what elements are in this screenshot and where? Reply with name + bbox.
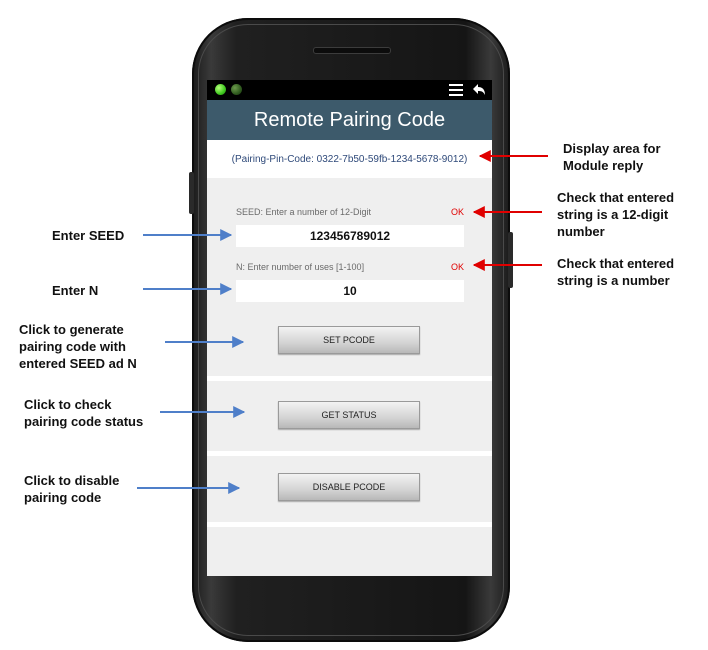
- annotation-display-area: Display area for Module reply: [563, 141, 661, 173]
- get-status-button[interactable]: GET STATUS: [278, 401, 420, 429]
- annotation-check-seed: Check that entered string is a 12-digit …: [557, 190, 675, 239]
- volume-button: [189, 172, 194, 214]
- red-arrows: [472, 150, 548, 271]
- seed-status: OK: [451, 207, 465, 217]
- set-pcode-button[interactable]: SET PCODE: [278, 326, 420, 354]
- divider: [207, 522, 492, 527]
- disable-pcode-button[interactable]: DISABLE PCODE: [278, 473, 420, 501]
- blue-arrows: [137, 229, 246, 494]
- n-input[interactable]: [236, 280, 464, 302]
- page-title: Remote Pairing Code: [207, 100, 492, 140]
- status-bar: [207, 80, 492, 100]
- pcode-form-panel: SEED: Enter a number of 12-Digit OK N: E…: [207, 178, 492, 376]
- menu-icon[interactable]: [449, 84, 463, 96]
- divider: [207, 451, 492, 456]
- dark-green-led-icon: [231, 84, 242, 95]
- annotation-disable: Click to disable pairing code: [24, 473, 120, 505]
- n-label: N: Enter number of uses [1-100]: [236, 262, 365, 272]
- green-led-icon: [215, 84, 226, 95]
- app-screen: Remote Pairing Code (Pairing-Pin-Code: 0…: [207, 80, 492, 576]
- n-status: OK: [451, 262, 465, 272]
- empty-panel: [207, 527, 492, 576]
- disable-panel: DISABLE PCODE: [207, 456, 492, 522]
- status-panel: GET STATUS: [207, 381, 492, 451]
- back-arrow-icon[interactable]: [471, 82, 487, 98]
- seed-input[interactable]: [236, 225, 464, 247]
- annotation-get-status: Click to check pairing code status: [24, 397, 144, 429]
- power-button: [508, 232, 513, 288]
- annotation-set-pcode: Click to generate pairing code with ente…: [19, 322, 137, 371]
- divider: [207, 376, 492, 381]
- module-reply-panel: (Pairing-Pin-Code: 0322-7b50-59fb-1234-5…: [207, 140, 492, 178]
- annotation-check-n: Check that entered string is a number: [557, 256, 675, 288]
- earpiece-speaker: [313, 47, 391, 54]
- annotation-enter-seed: Enter SEED: [52, 228, 125, 243]
- pairing-pin-code-text: (Pairing-Pin-Code: 0322-7b50-59fb-1234-5…: [231, 154, 468, 165]
- annotation-enter-n: Enter N: [52, 283, 99, 298]
- seed-label: SEED: Enter a number of 12-Digit: [236, 207, 372, 217]
- phone-rim: [198, 24, 504, 636]
